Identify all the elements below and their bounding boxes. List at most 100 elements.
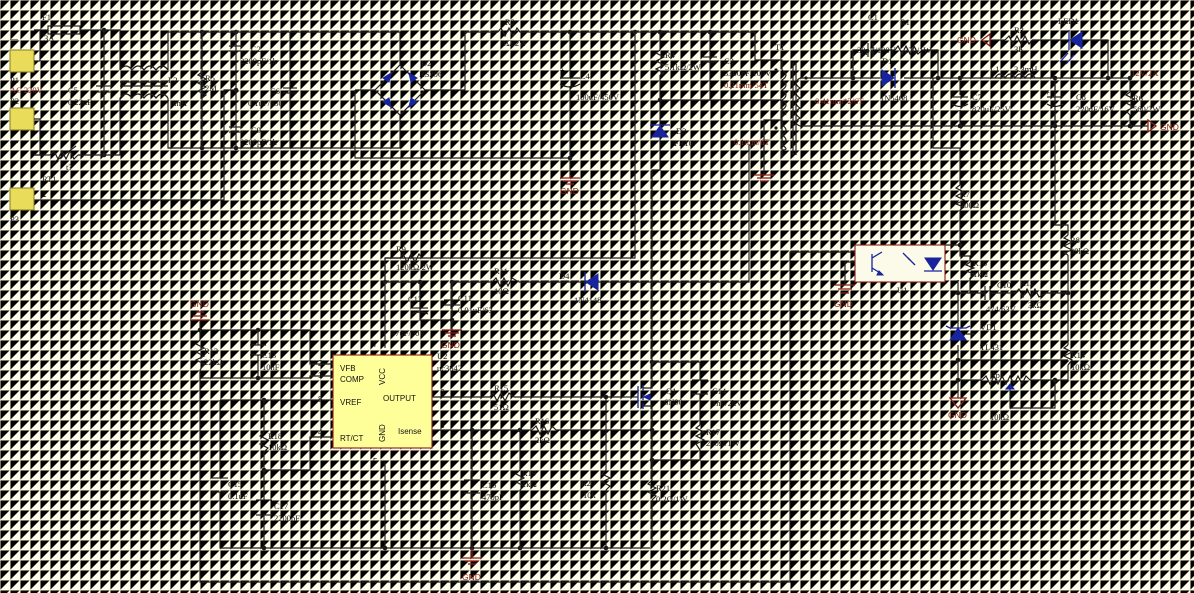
resistor-r6[interactable]: R6 560/2W — [1124, 91, 1160, 116]
svg-text:GND: GND — [1160, 122, 1179, 132]
common-mode-choke-l2[interactable]: L2 6mH — [119, 65, 187, 108]
resistor-r4[interactable]: R4 5.1kΩ/2W — [654, 49, 701, 76]
svg-text:uc3842: uc3842 — [437, 363, 462, 373]
svg-text:100uF/450V: 100uF/450V — [576, 92, 620, 102]
svg-text:GND: GND — [378, 424, 387, 442]
resistor-r2[interactable]: R2 1Ω/2W — [497, 17, 527, 48]
shunt-regulator-vd1[interactable]: VD1 TL431 — [945, 317, 1003, 352]
fuse-f1[interactable]: F1 3A — [42, 12, 81, 43]
svg-text:R12: R12 — [1020, 278, 1034, 288]
svg-text:0.2Ω/1W: 0.2Ω/1W — [656, 494, 688, 504]
resistor-r10[interactable]: R10 1kΩ — [964, 258, 988, 279]
svg-text:1nF/2kV: 1nF/2kV — [712, 398, 743, 408]
capacitor-c12[interactable]: + C12 47uF/50V — [391, 282, 429, 338]
svg-text:C17: C17 — [274, 501, 288, 511]
resistor-r17[interactable]: R17 250Ω/1W — [694, 424, 740, 451]
svg-text:470pF: 470pF — [482, 492, 504, 502]
diode-d4[interactable]: D4 1N4148 — [559, 271, 601, 305]
svg-text:TL431: TL431 — [980, 342, 1003, 352]
svg-text:R15: R15 — [494, 383, 508, 393]
resistor-r5[interactable]: R5 2M — [196, 71, 217, 99]
svg-text:C14: C14 — [712, 386, 727, 396]
resistor-r21[interactable]: R21 0.2Ω/1W — [646, 479, 688, 504]
resistor-r11[interactable]: R11 10Ω — [491, 266, 520, 296]
mosfet-q1[interactable]: Q1 6N90 — [625, 362, 683, 412]
connector-p1[interactable]: — P1 AC 220V — [9, 29, 44, 95]
svg-text:GND: GND — [560, 186, 579, 196]
capacitor-c1[interactable]: C1 30pF/100V — [857, 12, 897, 57]
svg-text:2: 2 — [318, 359, 323, 368]
svg-text:R20: R20 — [581, 478, 595, 488]
capacitor-c4[interactable]: + C4 100uF/450V — [559, 66, 620, 102]
resistor-r13[interactable]: R13 22kΩ — [194, 339, 223, 371]
svg-text:C16: C16 — [482, 480, 496, 490]
svg-text:1kΩ: 1kΩ — [973, 269, 988, 279]
diode-d1[interactable]: D1 1N5408 — [880, 56, 907, 103]
connector-p3[interactable]: P3 1 — [9, 187, 47, 224]
led-led1[interactable]: LED1 — [1058, 16, 1090, 65]
transformer-t1[interactable]: T1 0.21mm/54T 0.41mm*2/6T 0.1mm/6T — [724, 42, 864, 155]
ground-symbol-r13: GND — [190, 299, 210, 321]
resistor-r3[interactable]: R3 3K — [1004, 25, 1033, 54]
potentiometer-rp1[interactable]: Rp1 10kΩ — [981, 370, 1031, 422]
capacitor-c16[interactable]: C16 470pF — [464, 479, 504, 502]
capacitor-c9[interactable]: C9 2200pF/1k — [229, 125, 278, 147]
svg-text:1kΩ: 1kΩ — [522, 479, 537, 489]
svg-text:6mH: 6mH — [170, 98, 187, 108]
svg-text:3300pF/100V: 3300pF/100V — [724, 68, 772, 78]
resistor-r8[interactable]: R8 39kΩ — [1062, 234, 1089, 256]
svg-text:560/2W: 560/2W — [1133, 104, 1160, 114]
wires-control — [199, 320, 701, 549]
svg-text:0.1uF: 0.1uF — [228, 491, 248, 501]
resistor-r9[interactable]: R9 120kΩ/2W — [385, 244, 434, 272]
resistor-r19[interactable]: R19 1kΩ — [514, 468, 537, 491]
capacitor-c11[interactable]: C11 0.01uF/63 — [444, 293, 493, 315]
svg-text:D2: D2 — [421, 58, 431, 68]
diode-d3[interactable]: D3 FR107 — [650, 120, 697, 148]
svg-text:T1: T1 — [775, 42, 784, 52]
capacitor-c3[interactable]: C3 3300pF/100V — [703, 56, 772, 78]
capacitor-c5[interactable]: C5 0.22uF — [68, 85, 112, 107]
capacitor-c15[interactable]: C15 0.1uF — [212, 477, 248, 501]
output-label-12v: 12V/2A — [1131, 68, 1159, 78]
svg-text:C8: C8 — [1076, 92, 1086, 102]
capacitor-c8[interactable]: + C8 220uF/16V — [1045, 88, 1116, 114]
svg-text:R13: R13 — [204, 346, 218, 356]
capacitor-c2[interactable]: C2 2200pF/1k — [229, 44, 278, 66]
svg-text:COMP: COMP — [340, 375, 364, 384]
resistor-r7[interactable]: R7 200Ω — [954, 184, 979, 211]
svg-text:C15: C15 — [228, 479, 242, 489]
capacitor-c10[interactable]: C10 474/63V — [984, 280, 1017, 314]
capacitor-c13[interactable]: C13 10nF — [250, 344, 280, 372]
resistor-r15[interactable]: R15 51Ω — [489, 383, 515, 412]
resistor-r18[interactable]: R18 10kΩ — [258, 431, 287, 453]
pwm-controller-u2[interactable]: VFB COMP VREF RT/CT VCC GND OUTPUT Isens… — [318, 340, 462, 466]
optocoupler-u1[interactable]: U1 — [854, 244, 946, 295]
svg-text:R7: R7 — [960, 189, 970, 199]
resistor-r1[interactable]: R1 220/1W — [894, 17, 931, 56]
inductor-l1[interactable]: L1 3.3mH — [990, 64, 1037, 80]
capacitor-c6[interactable]: C6 0.1uF/630 — [248, 86, 297, 108]
svg-text:220/1W: 220/1W — [904, 45, 931, 55]
svg-text:—: — — [10, 138, 18, 147]
bridge-rectifier-d2[interactable]: D2 RS206 — [355, 58, 445, 116]
svg-text:C10: C10 — [997, 280, 1011, 290]
svg-text:39kΩ: 39kΩ — [1070, 246, 1089, 256]
svg-text:LED1: LED1 — [1058, 16, 1079, 26]
svg-text:D1: D1 — [882, 56, 892, 66]
resistor-r12[interactable]: R12 3kΩ — [1014, 278, 1047, 310]
thermistor-rt1[interactable]: RT1 t? — [42, 145, 79, 184]
resistor-r14[interactable]: R14 10kΩ — [1062, 344, 1090, 372]
capacitor-c17[interactable]: C17 2200pF — [256, 499, 300, 523]
capacitor-c14[interactable]: C14 1nF/2kV — [692, 379, 743, 408]
resistor-r20[interactable]: R20 10k — [581, 469, 612, 500]
svg-text:+: + — [950, 88, 955, 97]
resistor-r16[interactable]: R16 2kΩ — [531, 416, 557, 445]
svg-text:820uF/25V: 820uF/25V — [972, 104, 1012, 114]
svg-text:0.1mm/6T: 0.1mm/6T — [734, 137, 770, 147]
svg-text:+: + — [560, 66, 565, 75]
capacitor-c7[interactable]: + C7 820uF/25V — [950, 88, 1012, 114]
connector-p2[interactable]: — P2 — [9, 96, 41, 156]
svg-text:C2: C2 — [251, 44, 261, 54]
